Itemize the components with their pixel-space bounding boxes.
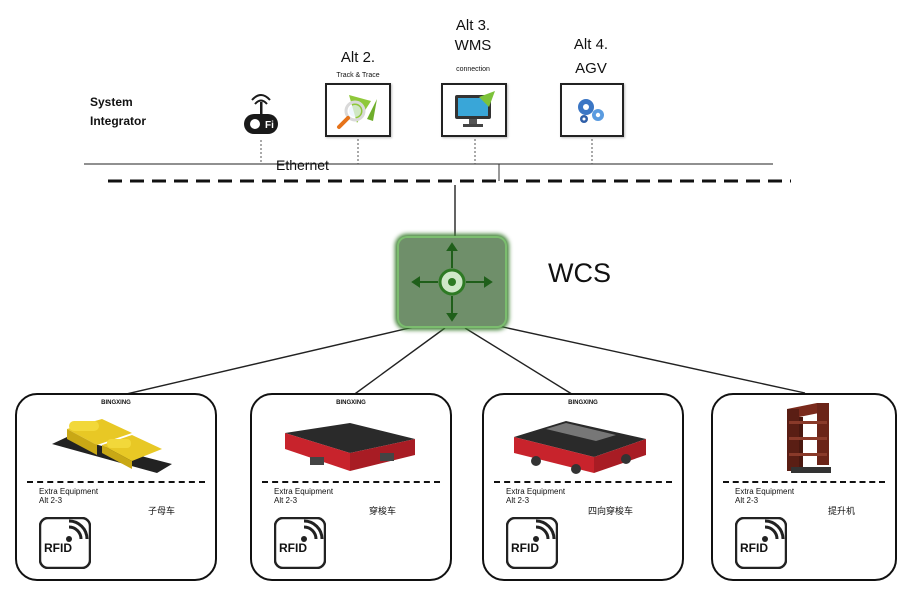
shuttle-red-icon xyxy=(285,423,415,471)
alt3-subtitle: connection xyxy=(456,66,490,73)
alt2-box xyxy=(325,83,391,137)
rfid-label: RFID xyxy=(279,541,307,555)
equipment-name: 提升机 xyxy=(828,506,856,516)
wcs-arrows-icon xyxy=(411,242,493,322)
alt4-box xyxy=(560,83,624,137)
wifi-icon: Fi xyxy=(240,90,282,140)
rfid-tag: RFID xyxy=(273,516,327,570)
card-separator xyxy=(494,481,672,483)
equipment-card-3: BINGXING Extra Equipment Alt 2-3 四向穿梭车 R… xyxy=(482,393,684,581)
equipment-name: 四向穿梭车 xyxy=(588,506,634,516)
extra-equipment-label: Extra Equipment Alt 2-3 xyxy=(274,487,334,505)
rfid-label: RFID xyxy=(44,541,72,555)
equipment-card-1: BINGXING Extra Equipment Alt 2-3 子母车 RFI… xyxy=(15,393,217,581)
card-separator xyxy=(262,481,440,483)
track-trace-icon xyxy=(337,95,377,129)
equipment-name: 子母车 xyxy=(148,506,176,516)
card-separator xyxy=(723,481,885,483)
card-top-label: BINGXING xyxy=(568,400,598,406)
equipment-name: 穿梭车 xyxy=(369,506,397,516)
equipment-card-4: Extra Equipment Alt 2-3 提升机 RFID xyxy=(711,393,897,581)
rfid-tag: RFID xyxy=(734,516,788,570)
wcs-box xyxy=(397,236,507,328)
card-top-label: BINGXING xyxy=(336,400,366,406)
lift-icon xyxy=(787,403,831,473)
rfid-label: RFID xyxy=(740,541,768,555)
alt3-box xyxy=(441,83,507,137)
equipment-card-2: BINGXING Extra Equipment Alt 2-3 穿梭车 RFI… xyxy=(250,393,452,581)
svg-text:Fi: Fi xyxy=(265,120,274,131)
system-integrator-label: System Integrator xyxy=(90,95,147,128)
alt4-title: Alt 4. AGV xyxy=(573,36,609,77)
ethernet-label: Ethernet xyxy=(276,157,329,173)
card-separator xyxy=(27,481,205,483)
rfid-tag: RFID xyxy=(505,516,559,570)
shuttle-yellow-icon xyxy=(52,419,172,473)
four-way-shuttle-icon xyxy=(514,421,646,474)
rfid-tag: RFID xyxy=(38,516,92,570)
extra-equipment-label: Extra Equipment Alt 2-3 xyxy=(735,487,795,505)
wcs-label: WCS xyxy=(548,258,611,288)
alt2-subtitle: Track & Trace xyxy=(336,72,380,79)
agv-gears-icon xyxy=(578,99,604,123)
card-top-label: BINGXING xyxy=(101,400,131,406)
extra-equipment-label: Extra Equipment Alt 2-3 xyxy=(39,487,99,505)
alt3-title: Alt 3. WMS xyxy=(454,17,492,54)
monitor-icon xyxy=(455,91,495,127)
rfid-label: RFID xyxy=(511,541,539,555)
alt2-title: Alt 2. xyxy=(340,49,376,66)
extra-equipment-label: Extra Equipment Alt 2-3 xyxy=(506,487,566,505)
